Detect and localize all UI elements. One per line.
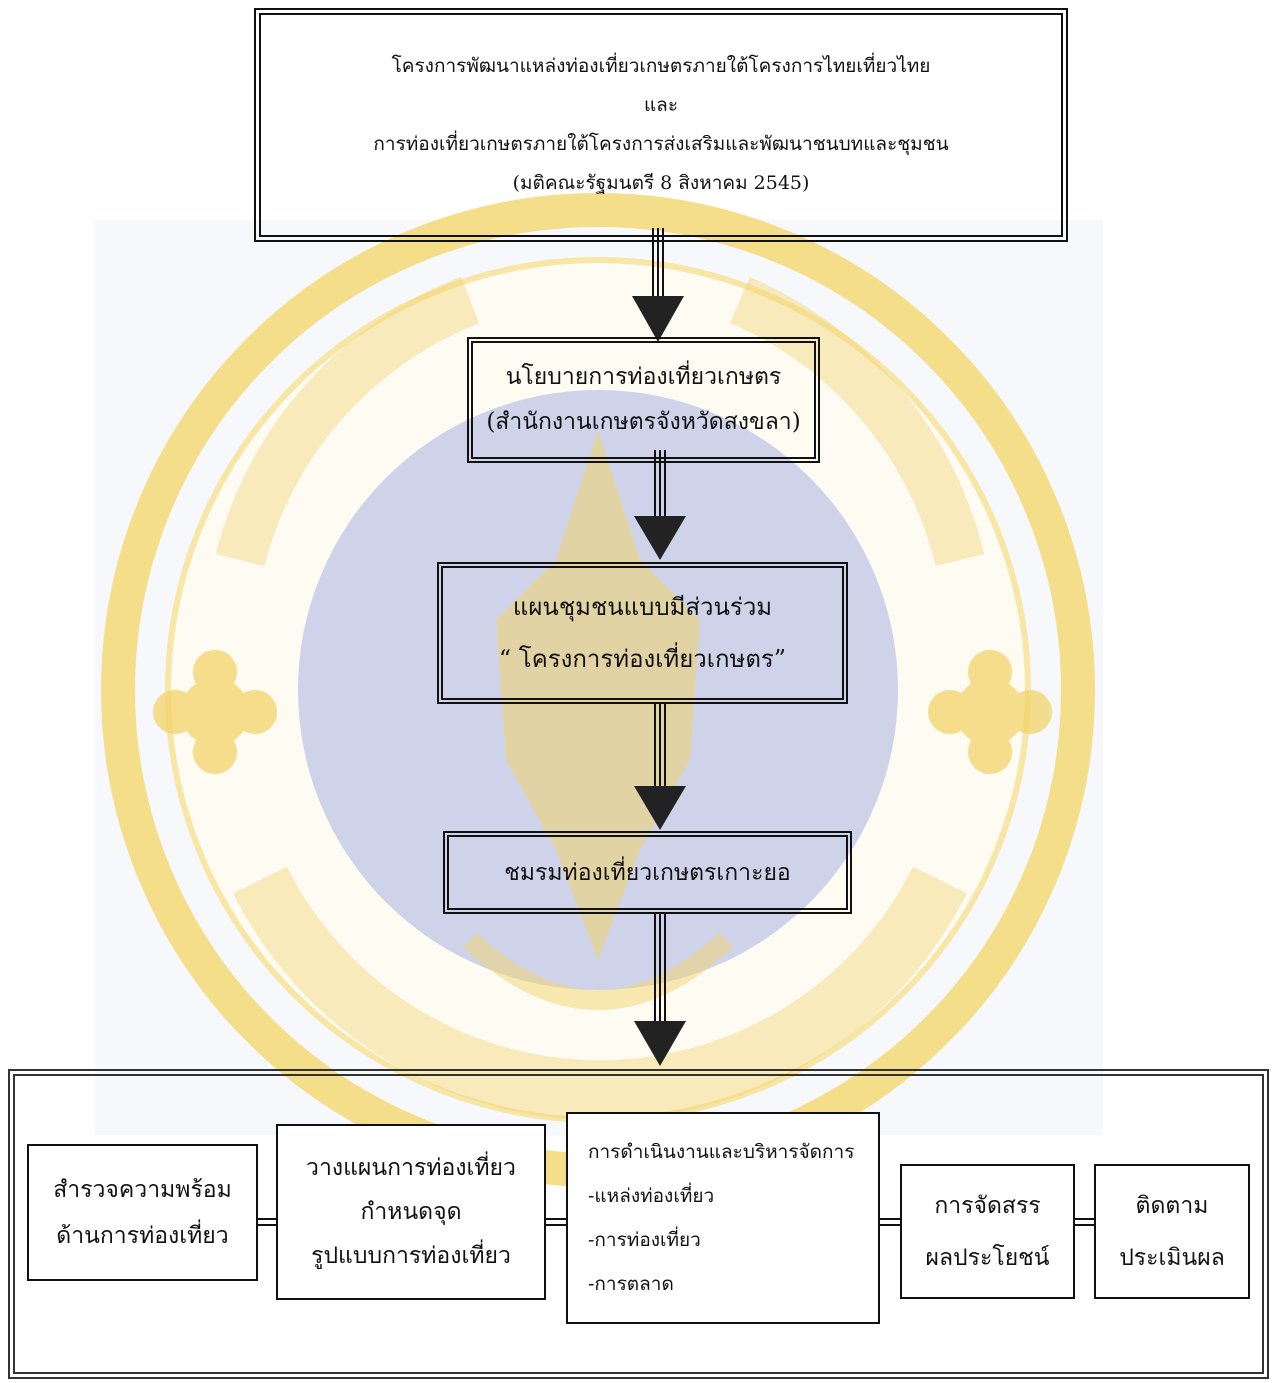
plan-line-2: “ โครงการท่องเที่ยวเกษตร” — [498, 645, 787, 673]
step-evaluation-box: ติดตาม ประเมินผล — [1094, 1164, 1250, 1299]
step-benefit-box: การจัดสรร ผลประโยชน์ — [900, 1164, 1075, 1299]
cabinet-resolution-box: โครงการพัฒนาแหล่งท่องเที่ยวเกษตรภายใต้โค… — [254, 8, 1068, 242]
policy-line-1: นโยบายการท่องเที่ยวเกษตร — [505, 364, 782, 390]
step-survey-box: สำรวจความพร้อม ด้านการท่องเที่ยว — [27, 1144, 258, 1281]
step-4-line-2: ผลประโยชน์ — [925, 1244, 1050, 1271]
step-2-line-1: วางแผนการท่องเที่ยว — [306, 1155, 516, 1181]
step-2-line-2: กำหนดจุด — [360, 1199, 462, 1225]
step-2-line-3: รูปแบบการท่องเที่ยว — [311, 1243, 511, 1269]
step-4-line-1: การจัดสรร — [934, 1192, 1041, 1219]
policy-line-2: (สำนักงานเกษตรจังหวัดสงขลา) — [486, 409, 801, 435]
tourism-club-box: ชมรมท่องเที่ยวเกษตรเกาะยอ — [443, 831, 852, 914]
step-3-line-4: -การตลาด — [588, 1273, 674, 1295]
club-label: ชมรมท่องเที่ยวเกษตรเกาะยอ — [504, 859, 791, 886]
policy-box: นโยบายการท่องเที่ยวเกษตร (สำนักงานเกษตรจ… — [467, 337, 820, 463]
step-3-line-1: การดำเนินงานและบริหารจัดการ — [588, 1141, 855, 1163]
step-5-line-2: ประเมินผล — [1119, 1244, 1225, 1271]
community-plan-box: แผนชุมชนแบบมีส่วนร่วม “ โครงการท่องเที่ย… — [437, 562, 848, 704]
step-operation-box: การดำเนินงานและบริหารจัดการ -แหล่งท่องเท… — [566, 1112, 880, 1324]
top-line-1: โครงการพัฒนาแหล่งท่องเที่ยวเกษตรภายใต้โค… — [391, 55, 931, 77]
step-3-line-3: -การท่องเที่ยว — [588, 1229, 701, 1251]
step-5-line-1: ติดตาม — [1135, 1192, 1209, 1219]
step-planning-box: วางแผนการท่องเที่ยว กำหนดจุด รูปแบบการท่… — [276, 1124, 546, 1300]
top-line-2: และ — [643, 94, 679, 116]
top-line-3: การท่องเที่ยวเกษตรภายใต้โครงการส่งเสริมแ… — [373, 133, 949, 155]
step-1-line-2: ด้านการท่องเที่ยว — [56, 1222, 229, 1249]
step-3-line-2: -แหล่งท่องเที่ยว — [588, 1185, 715, 1207]
plan-line-1: แผนชุมชนแบบมีส่วนร่วม — [512, 593, 773, 621]
step-1-line-1: สำรวจความพร้อม — [53, 1176, 232, 1203]
top-line-4: (มติคณะรัฐมนตรี 8 สิงหาคม 2545) — [512, 172, 810, 194]
